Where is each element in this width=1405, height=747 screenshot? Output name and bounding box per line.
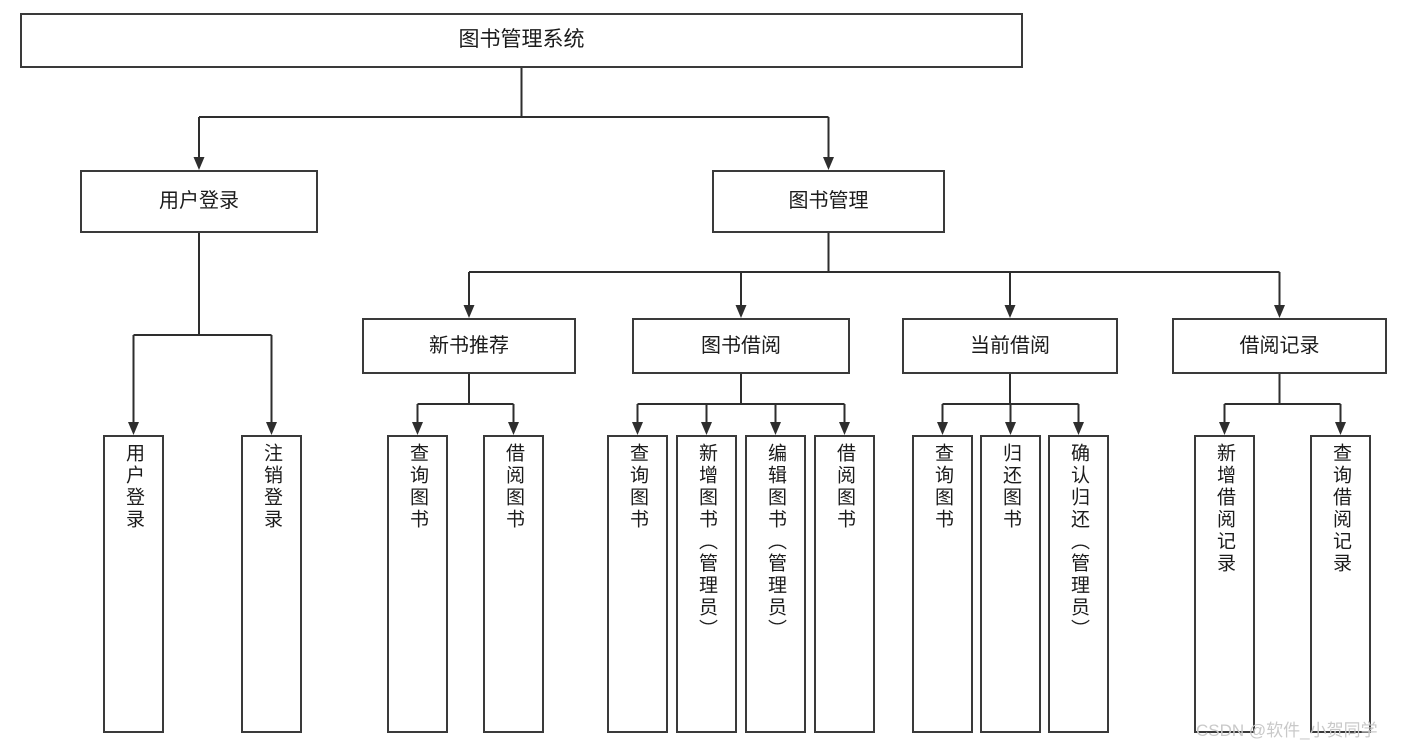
c-borrow-arrow-l5: [632, 422, 643, 435]
c-records-arrow-l13: [1335, 422, 1346, 435]
c-current-arrow-l11: [1073, 422, 1084, 435]
node-label-newrec: 新书推荐: [429, 334, 509, 357]
c-borrow-arrow-l7: [770, 422, 781, 435]
c-bookmgmt-arrow-newrec: [463, 305, 475, 318]
node-label-current: 当前借阅: [970, 334, 1050, 357]
node-label-borrow: 图书借阅: [701, 334, 781, 357]
c-records-arrow-l12: [1219, 422, 1230, 435]
c-login-arrow-l2: [266, 422, 277, 435]
node-box-borrow[interactable]: 图书借阅: [632, 318, 850, 374]
node-label-l8: 借阅图书: [834, 443, 855, 531]
node-box-l13[interactable]: 查询借阅记录: [1310, 435, 1371, 733]
node-box-current[interactable]: 当前借阅: [902, 318, 1118, 374]
node-label-l12: 新增借阅记录: [1214, 443, 1235, 575]
node-box-l11[interactable]: 确认归还（管理员）: [1048, 435, 1109, 733]
c-borrow-arrow-l8: [839, 422, 850, 435]
node-label-l3: 查询图书: [407, 443, 428, 531]
node-box-l6[interactable]: 新增图书（管理员）: [676, 435, 737, 733]
c-borrow-arrow-l6: [701, 422, 712, 435]
c-bookmgmt-arrow-records: [1274, 305, 1285, 318]
c-login-arrow-l1: [128, 422, 139, 435]
c-bookmgmt-arrow-current: [1004, 305, 1016, 318]
node-box-l12[interactable]: 新增借阅记录: [1194, 435, 1255, 733]
node-label-l7: 编辑图书（管理员）: [765, 443, 786, 641]
node-box-root[interactable]: 图书管理系统: [20, 13, 1023, 68]
node-box-newrec[interactable]: 新书推荐: [362, 318, 576, 374]
node-box-l9[interactable]: 查询图书: [912, 435, 973, 733]
node-label-l13: 查询借阅记录: [1330, 443, 1351, 575]
c-current-arrow-l10: [1005, 422, 1016, 435]
c-newrec-arrow-l4: [508, 422, 519, 435]
node-label-root: 图书管理系统: [458, 28, 585, 52]
node-box-l1[interactable]: 用户登录: [103, 435, 164, 733]
node-label-login: 用户登录: [159, 190, 239, 212]
node-box-bookmgmt[interactable]: 图书管理: [712, 170, 945, 233]
node-label-records: 借阅记录: [1239, 334, 1320, 357]
node-label-l1: 用户登录: [123, 443, 144, 531]
node-box-l8[interactable]: 借阅图书: [814, 435, 875, 733]
c-root-arrow-login: [193, 157, 205, 170]
c-newrec-arrow-l3: [412, 422, 423, 435]
node-label-bookmgmt: 图书管理: [788, 190, 869, 212]
node-box-l10[interactable]: 归还图书: [980, 435, 1041, 733]
node-label-l4: 借阅图书: [503, 443, 524, 531]
node-box-login[interactable]: 用户登录: [80, 170, 318, 233]
node-box-l4[interactable]: 借阅图书: [483, 435, 544, 733]
node-label-l6: 新增图书（管理员）: [696, 443, 717, 641]
node-box-l7[interactable]: 编辑图书（管理员）: [745, 435, 806, 733]
c-current-arrow-l9: [937, 422, 948, 435]
node-box-l3[interactable]: 查询图书: [387, 435, 448, 733]
node-label-l2: 注销登录: [261, 443, 282, 531]
node-label-l9: 查询图书: [932, 443, 953, 531]
node-box-records[interactable]: 借阅记录: [1172, 318, 1387, 374]
c-bookmgmt-arrow-borrow: [735, 305, 747, 318]
node-label-l10: 归还图书: [1000, 443, 1021, 531]
node-label-l5: 查询图书: [627, 443, 648, 531]
node-box-l5[interactable]: 查询图书: [607, 435, 668, 733]
node-label-l11: 确认归还（管理员）: [1068, 443, 1089, 641]
node-box-l2[interactable]: 注销登录: [241, 435, 302, 733]
c-root-arrow-bookmgmt: [823, 157, 834, 170]
